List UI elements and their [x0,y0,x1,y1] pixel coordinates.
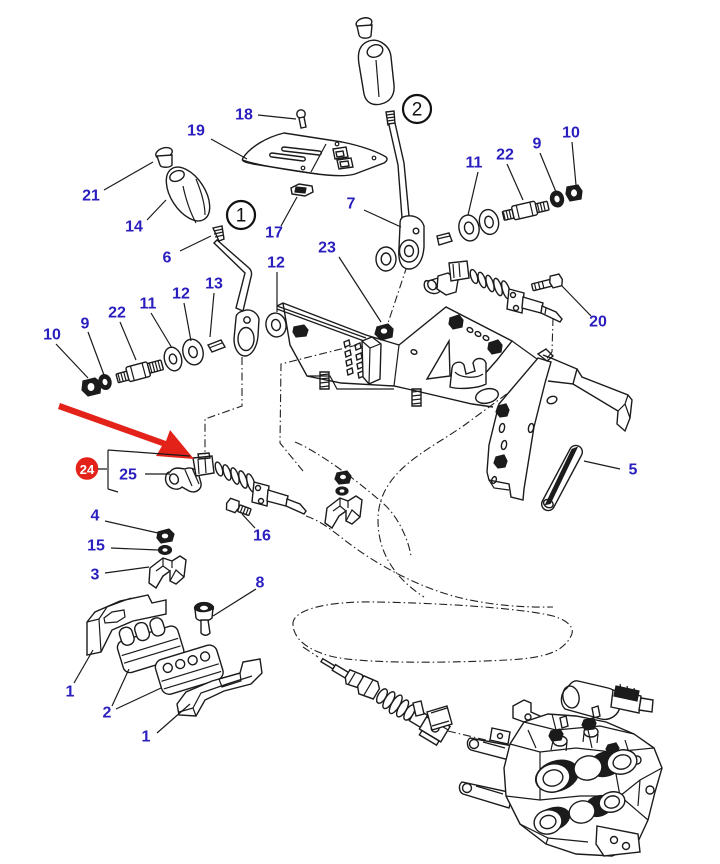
svg-text:7: 7 [347,196,356,213]
svg-text:1: 1 [142,729,151,746]
svg-text:25: 25 [119,467,137,484]
svg-text:4: 4 [91,508,100,525]
svg-text:10: 10 [43,327,61,344]
svg-text:12: 12 [172,286,190,303]
svg-text:9: 9 [533,136,542,153]
svg-text:1: 1 [236,206,247,227]
svg-text:5: 5 [629,462,638,479]
svg-text:12: 12 [267,255,285,272]
svg-text:21: 21 [82,188,100,205]
svg-text:3: 3 [91,567,100,584]
svg-text:23: 23 [318,240,336,257]
svg-text:16: 16 [253,528,271,545]
svg-text:1: 1 [66,684,75,701]
svg-text:18: 18 [235,107,253,124]
svg-text:10: 10 [562,125,580,142]
svg-text:15: 15 [87,538,105,555]
svg-text:8: 8 [256,575,265,592]
svg-text:24: 24 [80,462,95,477]
svg-text:13: 13 [205,276,223,293]
svg-text:20: 20 [589,314,607,331]
svg-text:19: 19 [187,123,205,140]
svg-text:14: 14 [125,219,143,236]
svg-text:17: 17 [265,225,283,242]
svg-text:9: 9 [81,316,90,333]
svg-text:2: 2 [412,100,423,121]
svg-text:22: 22 [496,147,514,164]
svg-text:22: 22 [108,305,126,322]
svg-text:11: 11 [140,296,157,313]
svg-text:11: 11 [466,155,483,172]
svg-text:2: 2 [103,705,112,722]
svg-text:6: 6 [163,250,172,267]
